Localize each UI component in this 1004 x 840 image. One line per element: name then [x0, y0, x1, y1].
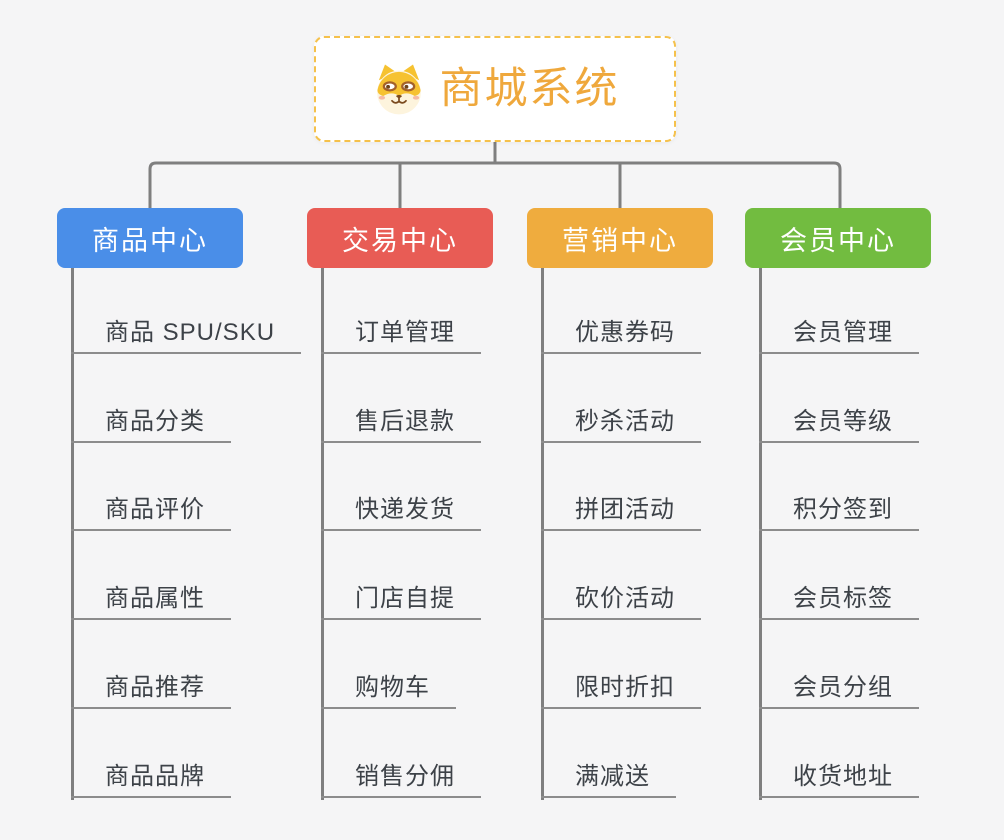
leaf-topic[interactable]: 门店自提 [321, 582, 481, 620]
leaf-topic[interactable]: 收货地址 [759, 760, 919, 798]
root-topic[interactable]: 商城系统 [314, 36, 676, 142]
branch-marketing-center: 营销中心 优惠券码 秒杀活动 拼团活动 砍价活动 限时折扣 满减送 [527, 208, 713, 800]
leaf-topic[interactable]: 砍价活动 [541, 582, 701, 620]
branch-trunk-line [71, 268, 74, 800]
leaf-topic[interactable]: 商品评价 [71, 493, 231, 531]
leaf-topic[interactable]: 秒杀活动 [541, 405, 701, 443]
branch-product-center: 商品中心 商品 SPU/SKU 商品分类 商品评价 商品属性 商品推荐 商品品牌 [57, 208, 302, 800]
leaf-topic[interactable]: 商品分类 [71, 405, 231, 443]
branch-trunk-line [541, 268, 544, 800]
leaf-topic[interactable]: 销售分佣 [321, 760, 481, 798]
leaf-topic[interactable]: 快递发货 [321, 493, 481, 531]
leaf-topic[interactable]: 订单管理 [321, 316, 481, 354]
root-topic-label: 商城系统 [439, 64, 620, 113]
leaf-topic[interactable]: 商品品牌 [71, 760, 231, 798]
leaf-topic[interactable]: 优惠券码 [541, 316, 701, 354]
leaf-topic[interactable]: 会员标签 [759, 582, 919, 620]
branch-topic-member-center[interactable]: 会员中心 [745, 208, 931, 268]
branch-topic-trade-center[interactable]: 交易中心 [307, 208, 493, 268]
leaf-topic[interactable]: 限时折扣 [541, 671, 701, 709]
leaf-topic[interactable]: 会员分组 [759, 671, 919, 709]
leaf-topic[interactable]: 商品属性 [71, 582, 231, 620]
branch-topic-marketing-center[interactable]: 营销中心 [527, 208, 713, 268]
branch-topic-product-center[interactable]: 商品中心 [57, 208, 243, 268]
branch-rail-line [148, 161, 842, 208]
leaf-topic[interactable]: 积分签到 [759, 493, 919, 531]
dog-face-icon [371, 61, 427, 117]
branch-trunk-line [759, 268, 762, 800]
branch-member-center: 会员中心 会员管理 会员等级 积分签到 会员标签 会员分组 收货地址 [745, 208, 931, 800]
branch-trade-center: 交易中心 订单管理 售后退款 快递发货 门店自提 购物车 销售分佣 [307, 208, 493, 800]
leaf-topic[interactable]: 满减送 [541, 760, 676, 798]
leaf-topic[interactable]: 会员等级 [759, 405, 919, 443]
leaf-topic[interactable]: 商品推荐 [71, 671, 231, 709]
leaf-topic[interactable]: 商品 SPU/SKU [71, 316, 302, 354]
leaf-topic[interactable]: 售后退款 [321, 405, 481, 443]
leaf-topic[interactable]: 拼团活动 [541, 493, 701, 531]
leaf-topic[interactable]: 会员管理 [759, 316, 919, 354]
branch-trunk-line [321, 268, 324, 800]
leaf-topic[interactable]: 购物车 [321, 671, 456, 709]
